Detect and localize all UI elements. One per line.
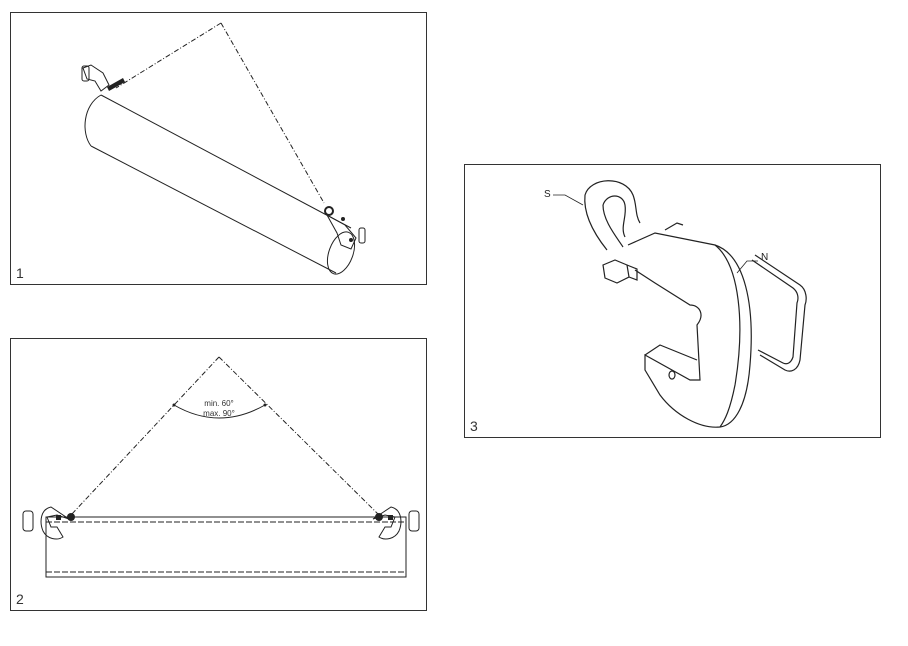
figure-number: 1 [16,265,24,281]
angle-min-label: min. 60° [204,399,234,408]
callout-shackle-label: S [544,189,551,200]
angle-max-label: max. 90° [203,409,235,418]
figure-3-panel: S N 3 [464,164,881,438]
clamp-detail-drawing [553,180,807,428]
figure-number: 3 [470,418,478,434]
figure-1-panel: 1 [10,12,427,285]
pipe-lift-perspective-drawing [81,22,366,275]
callout-body-label: N [761,252,769,263]
sling-angle-label: min. 60° max. 90° [189,399,249,419]
sling-angle-side-view-drawing [22,356,420,578]
figure-2-panel: min. 60° max. 90° 2 [10,338,427,611]
figure-number: 2 [16,591,24,607]
